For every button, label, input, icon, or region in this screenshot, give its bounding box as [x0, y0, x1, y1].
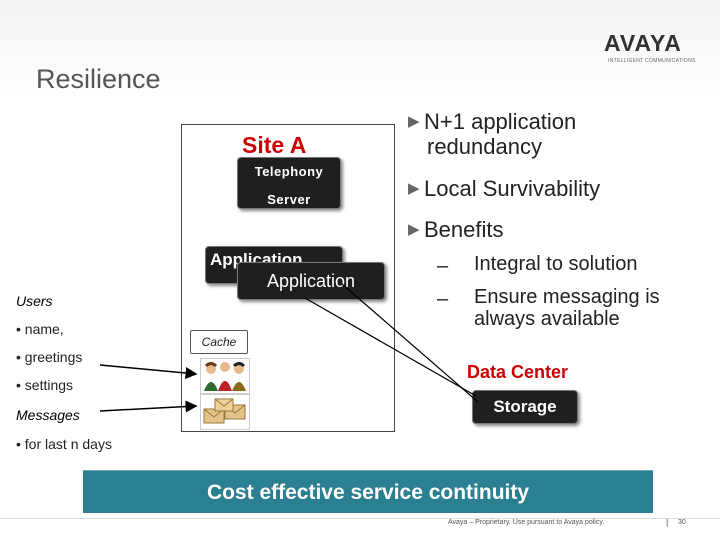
avaya-logo: AVAYA: [604, 30, 682, 56]
logo-tagline: INTELLIGENT COMMUNICATIONS: [608, 58, 696, 64]
bullet-triangle-icon: ▶: [408, 221, 420, 238]
bullet-text: Local Survivability: [424, 176, 601, 201]
site-a-label: Site A: [242, 132, 307, 158]
bullet-n-plus-1: ▶N+1 application: [408, 110, 576, 134]
data-center-label: Data Center: [467, 362, 569, 382]
slide-title: Resilience: [36, 64, 161, 94]
application-box-front: Application: [237, 262, 385, 300]
messages-label: Messages: [16, 407, 80, 423]
messages-envelope-icon: [200, 394, 250, 430]
sub-bullet-integral: Integral to solution: [474, 253, 638, 275]
telephony-label: Telephony: [254, 164, 324, 179]
messages-arrow: [99, 400, 198, 413]
app-to-storage-line: [304, 297, 477, 397]
bullet-benefits: ▶Benefits: [408, 217, 504, 243]
user-bullet-settings: • settings: [16, 377, 74, 393]
bullet-text: Benefits: [424, 217, 504, 242]
app-to-storage-line-2: [341, 283, 479, 403]
banner-text: Cost effective service continuity: [206, 481, 530, 504]
title-band: [0, 0, 720, 104]
cache-box: Cache: [190, 330, 248, 354]
cost-effective-banner: Cost effective service continuity: [83, 470, 653, 513]
users-label: Users: [16, 293, 53, 309]
users-arrow: [99, 364, 198, 379]
sub-bullet-dash: –: [437, 255, 449, 277]
users-icon: [200, 358, 250, 394]
storage-box: Storage: [472, 390, 578, 424]
bullet-local-survivability: ▶Local Survivability: [408, 176, 600, 202]
sub-bullet-ensure-messaging: Ensure messaging is: [474, 286, 660, 308]
bullet-triangle-icon: ▶: [408, 180, 420, 197]
telephony-server-box: Telephony Server: [237, 157, 341, 209]
server-label: Server: [267, 192, 311, 207]
footer-proprietary-text: Avaya – Proprietary. Use pursuant to Ava…: [448, 519, 605, 526]
message-bullet-last-days: • for last n days: [16, 436, 112, 452]
page-number: 30: [678, 519, 686, 526]
bullet-triangle-icon: ▶: [408, 113, 420, 130]
footer-divider: [0, 518, 720, 519]
bullet-n-plus-1-continued: redundancy: [427, 134, 542, 159]
sub-bullet-ensure-messaging-continued: always available: [474, 308, 620, 330]
sub-bullet-dash: –: [437, 288, 449, 310]
bullet-text: N+1 application: [424, 109, 577, 134]
footer-separator: |: [666, 517, 669, 527]
user-bullet-greetings: • greetings: [16, 349, 83, 365]
user-bullet-name: • name,: [16, 321, 64, 337]
